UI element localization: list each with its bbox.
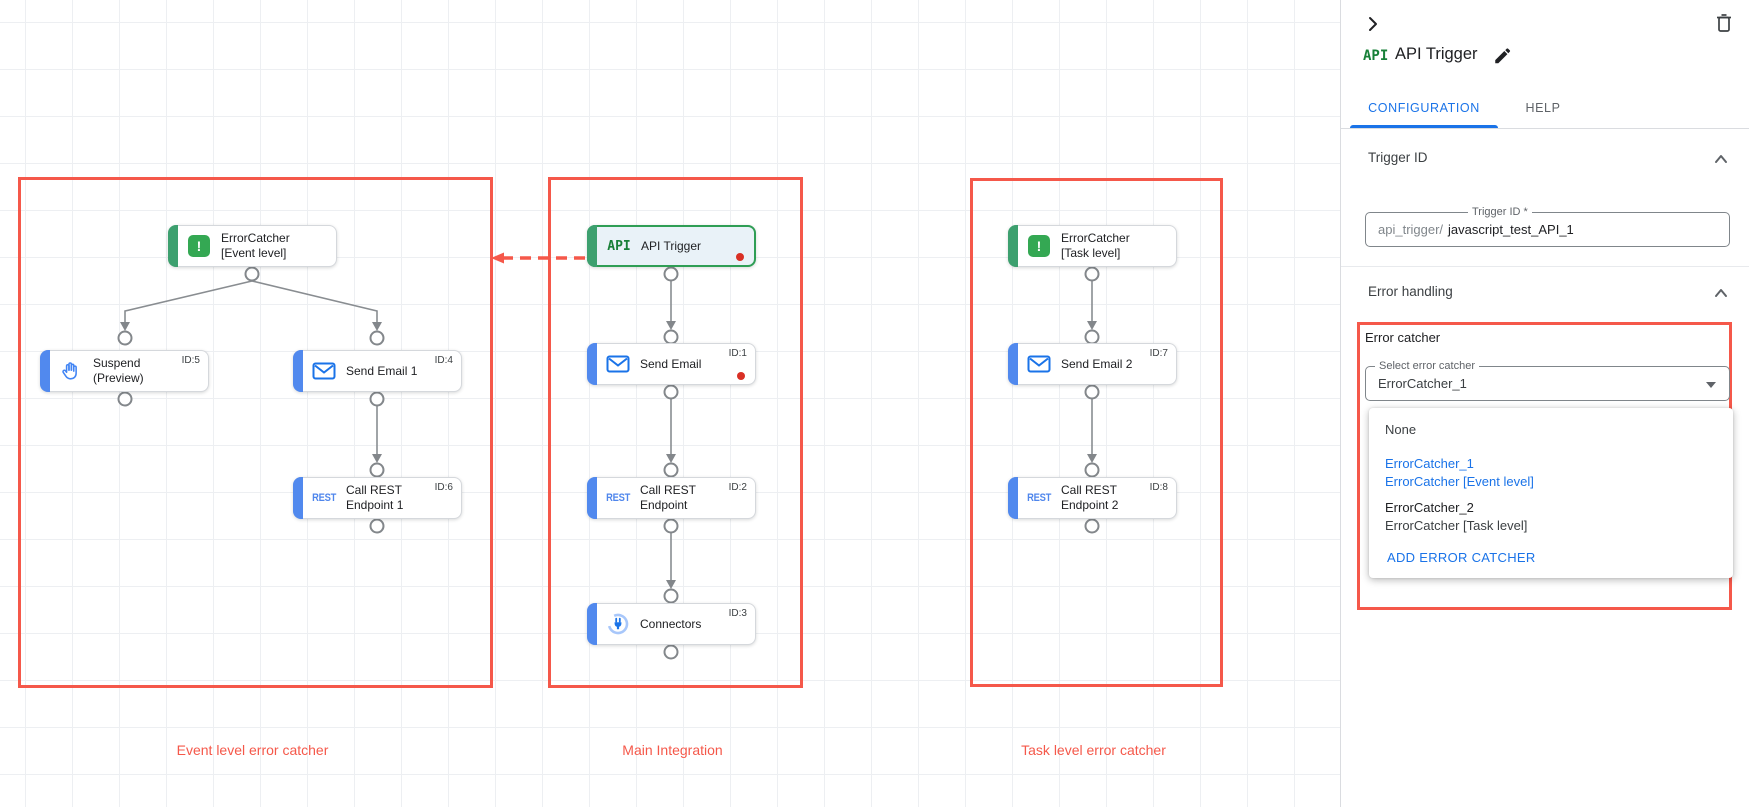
error-link-arrow: [491, 252, 585, 264]
menu-option-none[interactable]: None: [1385, 422, 1417, 437]
menu-option-errorcatcher-1[interactable]: ErrorCatcher_1: [1385, 456, 1474, 471]
active-tab-indicator: [1350, 125, 1498, 128]
email-icon: [306, 362, 342, 380]
node-accent-bar: [1008, 477, 1018, 519]
node-accent-bar: [293, 350, 303, 392]
error-status-dot: [736, 253, 744, 261]
error-catcher-dropdown-menu: None ErrorCatcher_1 ErrorCatcher [Event …: [1369, 408, 1733, 578]
email-icon: [1021, 355, 1057, 373]
connector-plug-icon: [600, 612, 636, 636]
api-trigger-icon: API: [607, 238, 631, 254]
error-catcher-icon: !: [181, 235, 217, 257]
connector-arrowheads: [120, 321, 1097, 589]
node-accent-bar: [587, 477, 597, 519]
collapse-section-chevron-up-icon[interactable]: [1713, 286, 1729, 304]
task-id-badge: ID:5: [181, 355, 200, 366]
node-send-email[interactable]: Send Email ID:1: [587, 343, 756, 385]
node-accent-bar: [293, 477, 303, 519]
collapse-section-chevron-up-icon[interactable]: [1713, 152, 1729, 170]
section-divider: [1341, 266, 1749, 267]
tab-help[interactable]: HELP: [1525, 101, 1561, 115]
node-accent-bar: [40, 350, 50, 392]
task-id-badge: ID:1: [728, 348, 747, 359]
delete-trigger-trash-icon[interactable]: [1715, 13, 1733, 38]
connector-graph: [117, 252, 1100, 660]
add-error-catcher-button[interactable]: ADD ERROR CATCHER: [1387, 550, 1536, 565]
menu-option-errorcatcher-2-desc[interactable]: ErrorCatcher [Task level]: [1385, 518, 1528, 533]
dropdown-caret-icon: [1706, 382, 1716, 388]
event-level-group-label: Event level error catcher: [176, 742, 329, 758]
node-accent-bar: [587, 343, 597, 385]
menu-option-errorcatcher-2[interactable]: ErrorCatcher_2: [1385, 500, 1474, 515]
section-title-trigger-id: Trigger ID: [1368, 150, 1428, 165]
task-level-group-label: Task level error catcher: [1021, 742, 1166, 758]
node-send-email-1[interactable]: Send Email 1 ID:4: [293, 350, 462, 392]
rest-icon: REST: [312, 492, 336, 504]
node-label: Send Email 2: [1061, 356, 1133, 371]
select-error-catcher-label: Select error catcher: [1375, 360, 1479, 372]
node-label: Send Email: [640, 356, 702, 371]
trigger-id-input-label: Trigger ID *: [1468, 206, 1532, 218]
node-api-trigger[interactable]: API API Trigger: [587, 225, 756, 267]
node-label: Send Email 1: [346, 363, 418, 378]
error-catcher-icon: !: [1021, 235, 1057, 257]
task-id-badge: ID:8: [1149, 482, 1168, 493]
select-error-catcher-dropdown[interactable]: Select error catcher ErrorCatcher_1: [1365, 360, 1730, 401]
node-suspend-preview[interactable]: Suspend(Preview) ID:5: [40, 350, 209, 392]
select-error-catcher-value: ErrorCatcher_1: [1378, 376, 1467, 391]
node-connectors[interactable]: Connectors ID:3: [587, 603, 756, 645]
edit-title-pencil-icon[interactable]: [1493, 47, 1511, 70]
trigger-id-value: javascript_test_API_1: [1448, 222, 1574, 237]
task-id-badge: ID:2: [728, 482, 747, 493]
workflow-canvas[interactable]: Event level error catcher Main Integrati…: [0, 0, 1341, 807]
error-status-dot: [737, 372, 745, 380]
error-catcher-group-label: Error catcher: [1365, 330, 1441, 345]
connection-points[interactable]: [117, 266, 1100, 660]
node-label: Suspend(Preview): [93, 356, 144, 385]
node-label: API Trigger: [641, 238, 702, 253]
panel-tabs: CONFIGURATION HELP: [1341, 88, 1749, 129]
task-id-badge: ID:7: [1149, 348, 1168, 359]
panel-title: API Trigger: [1395, 45, 1478, 63]
node-accent-bar: [587, 225, 597, 267]
main-integration-group-label: Main Integration: [622, 742, 723, 758]
task-id-badge: ID:4: [434, 355, 453, 366]
menu-option-errorcatcher-1-desc[interactable]: ErrorCatcher [Event level]: [1385, 474, 1534, 489]
node-label: Connectors: [640, 616, 702, 631]
node-accent-bar: [1008, 343, 1018, 385]
hand-suspend-icon: [53, 360, 89, 382]
connector-lines: [124, 280, 1093, 580]
node-errorcatcher-event-level[interactable]: ! ErrorCatcher[Event level]: [168, 225, 337, 267]
trigger-id-input[interactable]: Trigger ID * api_trigger/ javascript_tes…: [1365, 206, 1730, 247]
task-id-badge: ID:3: [728, 608, 747, 619]
node-label: ErrorCatcher[Task level]: [1061, 231, 1130, 260]
node-accent-bar: [1008, 225, 1018, 267]
node-accent-bar: [168, 225, 178, 267]
config-side-panel: API API Trigger CONFIGURATION HELP Trigg…: [1340, 0, 1749, 807]
node-label: ErrorCatcher[Event level]: [221, 231, 290, 260]
collapse-panel-chevron-icon[interactable]: [1363, 14, 1383, 39]
node-errorcatcher-task-level[interactable]: ! ErrorCatcher[Task level]: [1008, 225, 1177, 267]
task-id-badge: ID:6: [434, 482, 453, 493]
rest-icon: REST: [606, 492, 630, 504]
email-icon: [600, 355, 636, 373]
trigger-id-prefix: api_trigger/: [1378, 222, 1444, 237]
rest-icon: REST: [1027, 492, 1051, 504]
node-send-email-2[interactable]: Send Email 2 ID:7: [1008, 343, 1177, 385]
node-accent-bar: [587, 603, 597, 645]
tab-configuration[interactable]: CONFIGURATION: [1368, 101, 1480, 115]
section-title-error-handling: Error handling: [1368, 284, 1453, 299]
api-trigger-badge: API: [1363, 48, 1389, 64]
